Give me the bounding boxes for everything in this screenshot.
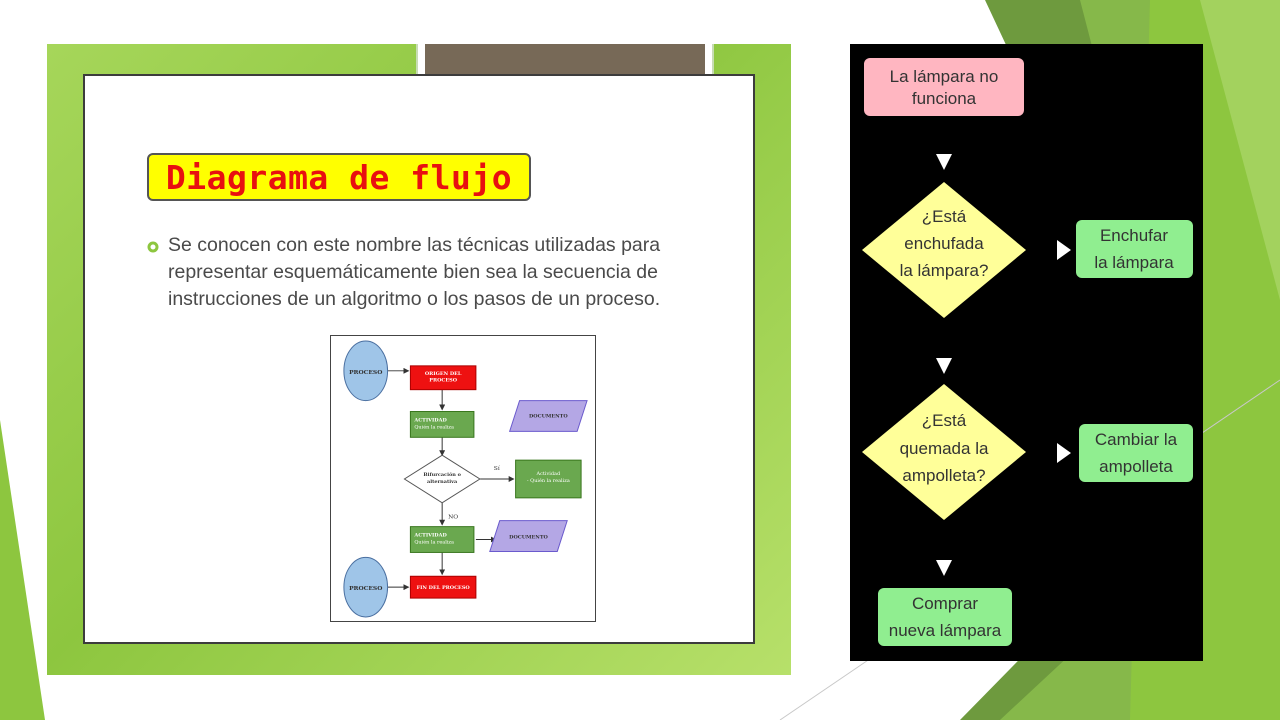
right-corner-highlight (1200, 0, 1280, 300)
enchufar-node (1076, 220, 1193, 278)
start-label-1: La lámpara no (890, 67, 999, 86)
documento-1-label: DOCUMENTO (529, 413, 568, 419)
fin-node (409, 575, 477, 599)
down-arrow-icon (936, 154, 952, 170)
actividad-2-node (409, 526, 475, 553)
end-label-2: nueva lámpara (889, 621, 1002, 640)
q2-label-2: quemada la (900, 439, 989, 458)
lamp-flowchart-image: La lámpara no funciona ¿Está enchufada l… (850, 44, 1203, 661)
cambiar-node (1079, 424, 1193, 482)
actividad-side-label-1: Actividad (536, 471, 561, 477)
actividad-2-label-2: Quién la realiza (414, 539, 454, 546)
title-banner: Diagrama de flujo (147, 153, 531, 201)
actividad-side-node (515, 459, 582, 499)
a2-label-2: ampolleta (1099, 457, 1173, 476)
documento-2-node (489, 520, 568, 552)
proceso-top-node (343, 340, 389, 402)
bullet-ring-icon (147, 241, 159, 253)
slide-image-left: Diagrama de flujo Se conocen con este no… (47, 44, 791, 675)
flowchart-background (850, 44, 1203, 661)
proceso-top-label: PROCESO (349, 369, 382, 376)
a1-label-1: Enchufar (1100, 226, 1168, 245)
start-node (864, 58, 1024, 116)
origen-label-2: PROCESO (429, 378, 457, 384)
no-label: NO (448, 514, 458, 521)
right-arrow-icon (1057, 240, 1071, 260)
actividad-1-label-2: Quién la realiza (414, 423, 454, 430)
q1-label-3: la lámpara? (900, 261, 989, 280)
right-arrow-icon (1057, 443, 1071, 463)
decision-label-2: alternativa (427, 479, 458, 485)
documento-1-node (508, 400, 588, 432)
q1-label-1: ¿Está (922, 207, 967, 226)
decision-label-1: Bifurcación o (423, 471, 461, 478)
down-arrow-icon (936, 358, 952, 374)
decision-node (403, 454, 481, 504)
bullet-paragraph: Se conocen con este nombre las técnicas … (168, 234, 661, 310)
documento-2-label: DOCUMENTO (509, 535, 548, 541)
slide-title: Diagrama de flujo (165, 157, 513, 197)
proceso-bottom-label: PROCESO (349, 585, 382, 592)
actividad-side-label-2: - Quién la realiza (527, 477, 570, 484)
start-label-2: funciona (912, 89, 977, 108)
si-label: Sí (494, 465, 500, 472)
a1-label-2: la lámpara (1094, 253, 1174, 272)
q1-label-2: enchufada (904, 234, 984, 253)
origen-node (409, 365, 477, 391)
actividad-2-label-1: ACTIVIDAD (413, 533, 447, 539)
q2-label-1: ¿Está (922, 411, 967, 430)
actividad-1-label-1: ACTIVIDAD (413, 417, 447, 423)
a2-label-1: Cambiar la (1095, 430, 1178, 449)
down-arrow-icon (936, 560, 952, 576)
origen-label-1: ORIGEN DEL (425, 371, 462, 377)
comprar-node (878, 588, 1012, 646)
example-flowchart: PROCESO ORIGEN DEL PROCESO ACTIVIDAD Qui… (330, 335, 596, 622)
q2-label-3: ampolleta? (902, 466, 985, 485)
decision-enchufada-node (862, 182, 1026, 318)
proceso-bottom-node (343, 556, 389, 618)
fin-label: FIN DEL PROCESO (417, 585, 471, 591)
actividad-1-node (409, 411, 475, 438)
left-green-triangle (0, 420, 45, 720)
decision-quemada-node (862, 384, 1026, 520)
end-label-1: Comprar (912, 594, 978, 613)
